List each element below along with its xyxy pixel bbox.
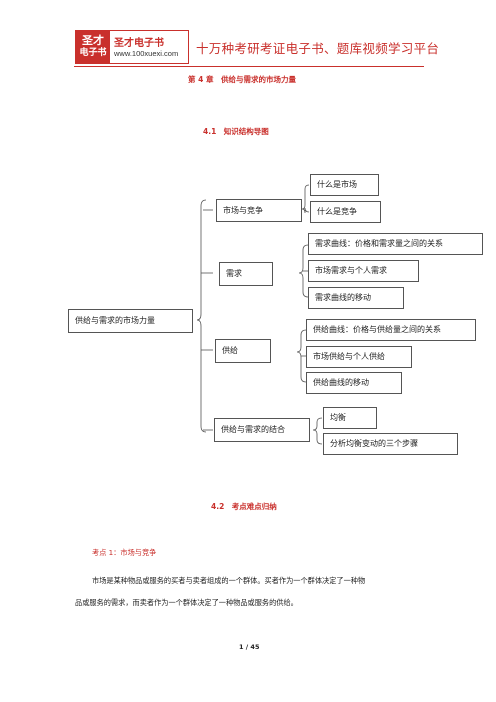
branch-3-bracket — [296, 329, 307, 383]
branch-2-bracket — [298, 244, 309, 298]
logo-url: www.100xuexi.com — [114, 49, 179, 58]
section-heading-4-2: 4.2 考点难点归纳 — [211, 502, 277, 511]
mindmap-leaf-demand-curve-shift: 需求曲线的移动 — [308, 287, 404, 309]
root-bracket — [196, 199, 207, 433]
mindmap-branch-supply-demand-combined: 供给与需求的结合 — [214, 418, 310, 442]
branch-4-bracket — [312, 417, 323, 445]
mindmap-leaf-supply-curve-shift: 供给曲线的移动 — [306, 372, 402, 394]
page-number: 1 / 45 — [239, 643, 260, 651]
logo: 圣才 电子书 圣才电子书 www.100xuexi.com — [75, 30, 189, 64]
mindmap-leaf-demand-curve: 需求曲线：价格和需求量之间的关系 — [308, 233, 483, 255]
paragraph-line-1: 市场是某种物品或服务的买者与卖者组成的一个群体。买者作为一个群体决定了一种物 — [92, 576, 366, 585]
logo-name: 圣才电子书 — [114, 38, 164, 49]
branch-1-bracket — [301, 184, 310, 214]
header-divider — [74, 66, 424, 67]
mindmap-leaf-supply-curve: 供给曲线：价格与供给量之间的关系 — [306, 319, 476, 341]
mindmap-leaf-market-individual-demand: 市场需求与个人需求 — [308, 260, 419, 282]
mindmap-leaf-what-is-competition: 什么是竞争 — [310, 201, 381, 223]
mindmap-leaf-what-is-market: 什么是市场 — [310, 174, 379, 196]
mindmap-branch-market-competition: 市场与竞争 — [216, 199, 302, 222]
logo-badge: 圣才 电子书 — [76, 31, 110, 63]
mindmap-leaf-equilibrium: 均衡 — [323, 407, 377, 429]
point-1-title: 考点 1：市场与竞争 — [92, 548, 157, 557]
mindmap-leaf-three-steps: 分析均衡变动的三个步骤 — [323, 433, 458, 455]
mindmap-root: 供给与需求的市场力量 — [68, 309, 193, 333]
mindmap-branch-supply: 供给 — [215, 339, 271, 363]
section-heading-4-1: 4.1 知识结构导图 — [203, 127, 269, 136]
header-slogan: 十万种考研考证电子书、题库视频学习平台 — [196, 41, 440, 56]
chapter-title: 第 4 章 供给与需求的市场力量 — [188, 75, 296, 84]
paragraph-line-2: 品或服务的需求，而卖者作为一个群体决定了一种物品或服务的供给。 — [75, 598, 298, 607]
mindmap-branch-demand: 需求 — [219, 262, 273, 286]
logo-badge-bottom: 电子书 — [79, 48, 107, 58]
mindmap-leaf-market-individual-supply: 市场供给与个人供给 — [306, 346, 412, 368]
logo-badge-top: 圣才 — [82, 34, 104, 47]
